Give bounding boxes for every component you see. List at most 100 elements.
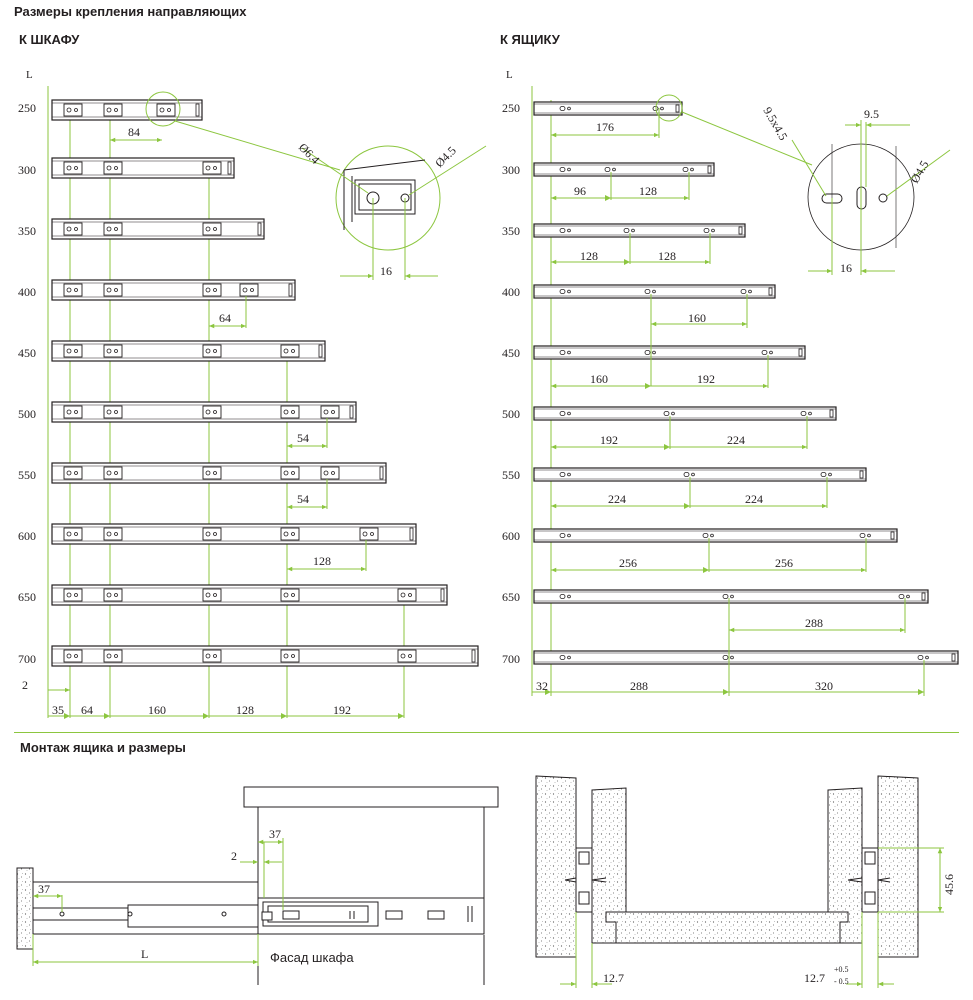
- mounting-bracket: [63, 649, 83, 663]
- drawer-hole: [559, 533, 571, 538]
- drawer-dim-288b: 288: [630, 679, 648, 693]
- drawer-dim-256b: 256: [775, 556, 793, 570]
- drawer-length-label: 300: [502, 163, 520, 177]
- cabinet-dim-128: 128: [313, 554, 331, 568]
- mounting-bracket: [280, 466, 300, 480]
- drawer-hole: [820, 472, 832, 477]
- mounting-bracket: [359, 527, 379, 541]
- cabinet-dim-64-bottom: 64: [81, 703, 93, 717]
- drawer-length-label: 350: [502, 224, 520, 238]
- drawer-hole: [917, 655, 929, 660]
- mounting-bracket: [280, 649, 300, 663]
- drawer-hole: [559, 472, 571, 477]
- drawer-rail: [533, 650, 959, 665]
- drawer-hole: [761, 350, 773, 355]
- mounting-bracket: [63, 588, 83, 602]
- drawer-hole: [682, 167, 694, 172]
- drawer-hole: [559, 655, 571, 660]
- drawer-dim-96: 96: [574, 184, 586, 198]
- cabinet-length-label: 400: [18, 285, 36, 299]
- drawer-dim-160b: 160: [590, 372, 608, 386]
- drawer-dim-256a: 256: [619, 556, 637, 570]
- mounting-bracket: [63, 466, 83, 480]
- drawer-heading: К ЯЩИКУ: [500, 32, 560, 47]
- cabinet-rail: [51, 462, 387, 484]
- drawer-hole: [559, 594, 571, 599]
- mounting-bracket: [63, 344, 83, 358]
- drawer-dim-320: 320: [815, 679, 833, 693]
- cabinet-diagram: L 250 300 350 400 450 500 550 600 650 70…: [18, 69, 487, 719]
- cabinet-dim-35: 35: [52, 703, 64, 717]
- mounting-bracket: [103, 161, 123, 175]
- drawer-hole: [800, 411, 812, 416]
- drawer-rail: [533, 467, 867, 482]
- drawer-hole: [644, 350, 656, 355]
- mounting-bracket: [202, 527, 222, 541]
- mounting-bracket: [397, 649, 417, 663]
- cabinet-heading: К ШКАФУ: [19, 32, 80, 47]
- mounting-side-view: 37 2 37 L Фасад шкафа: [16, 786, 499, 985]
- mounting-bracket: [103, 283, 123, 297]
- drawer-hole: [559, 167, 571, 172]
- cabinet-length-label: 350: [18, 224, 36, 238]
- mounting-bracket: [280, 588, 300, 602]
- mounting-front-section: 12.7 12.7 +0.5 - 0.5 45.6: [535, 775, 956, 988]
- drawer-hole: [559, 228, 571, 233]
- mounting-bracket: [63, 527, 83, 541]
- mounting-bracket: [202, 161, 222, 175]
- drawer-dim-192b: 192: [600, 433, 618, 447]
- mounting-bracket: [239, 283, 259, 297]
- mounting-bracket: [63, 161, 83, 175]
- cabinet-rail: [51, 218, 265, 240]
- mount-dim-45-6: 45.6: [942, 874, 956, 895]
- drawer-hole: [559, 411, 571, 416]
- mounting-bracket: [202, 283, 222, 297]
- mounting-bracket: [103, 344, 123, 358]
- slot-width: 9.5: [864, 107, 879, 121]
- drawer-hole: [559, 289, 571, 294]
- drawer-rail: [533, 284, 776, 299]
- drawer-dim-32: 32: [536, 679, 548, 693]
- drawer-dim-128c: 128: [658, 249, 676, 263]
- drawer-hole: [703, 228, 715, 233]
- cabinet-rail: [51, 157, 235, 179]
- drawer-rails: [533, 101, 959, 665]
- tolerance-minus: - 0.5: [834, 977, 849, 986]
- mounting-bracket: [397, 588, 417, 602]
- cabinet-dim-84: 84: [128, 125, 140, 139]
- hole-spacing-16: 16: [380, 264, 392, 278]
- section-divider: [14, 732, 959, 733]
- cabinet-axis-label: L: [26, 69, 33, 81]
- mounting-bracket: [63, 405, 83, 419]
- mount-dim-2: 2: [231, 849, 237, 863]
- mounting-bracket: [320, 466, 340, 480]
- drawer-dim-128b: 128: [580, 249, 598, 263]
- drawer-axis-label: L: [506, 69, 513, 81]
- cabinet-rail: [51, 401, 357, 423]
- drawer-length-label: 550: [502, 468, 520, 482]
- drawer-dim-224b: 224: [608, 492, 626, 506]
- drawer-rail: [533, 345, 806, 360]
- drawer-hole: [604, 167, 616, 172]
- cabinet-rail: [51, 279, 296, 301]
- drawer-hole: [702, 533, 714, 538]
- mounting-bracket: [63, 283, 83, 297]
- drawer-dim-160a: 160: [688, 311, 706, 325]
- drawer-dim-192a: 192: [697, 372, 715, 386]
- mounting-bracket: [103, 103, 123, 117]
- drawer-hole-spacing: 16: [840, 261, 852, 275]
- mount-dim-12-7-left: 12.7: [603, 971, 624, 985]
- drawer-hole: [683, 472, 695, 477]
- drawer-hole: [859, 533, 871, 538]
- mounting-bracket: [320, 405, 340, 419]
- cabinet-rails: [51, 99, 479, 667]
- drawer-length-label: 650: [502, 590, 520, 604]
- drawer-hole: [663, 411, 675, 416]
- cabinet-hole-detail: Ø6.4 Ø4.5 16: [296, 140, 487, 280]
- mounting-bracket: [280, 405, 300, 419]
- drawer-hole: [559, 350, 571, 355]
- cabinet-rail: [51, 584, 448, 606]
- mounting-bracket: [202, 466, 222, 480]
- drawer-dim-288a: 288: [805, 616, 823, 630]
- mount-dim-L: L: [141, 947, 148, 961]
